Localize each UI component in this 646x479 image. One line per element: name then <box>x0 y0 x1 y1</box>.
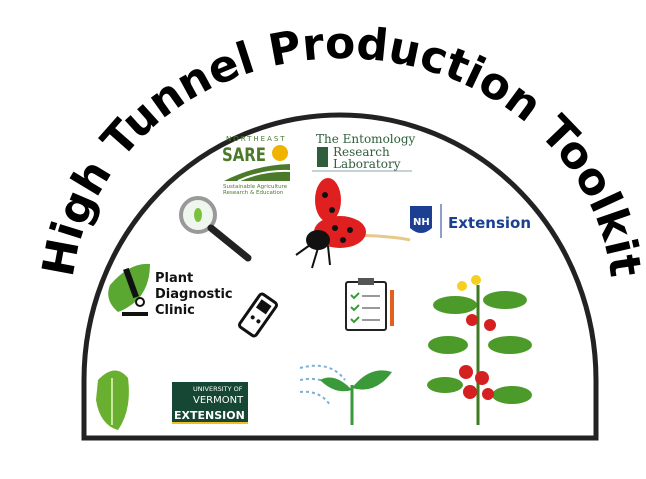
svg-text:NH: NH <box>413 217 430 228</box>
ladybug-icon <box>295 178 411 269</box>
svg-text:Extension: Extension <box>448 214 531 232</box>
svg-text:Research: Research <box>333 145 390 159</box>
svg-text:Diagnostic: Diagnostic <box>155 287 233 302</box>
lettuce-icon <box>96 370 129 430</box>
plant-diagnostic-clinic-logo: Plant Diagnostic Clinic <box>108 263 233 318</box>
svg-text:VERMONT: VERMONT <box>193 395 244 406</box>
svg-text:SARE: SARE <box>222 144 266 166</box>
magnifier-aphid-icon <box>179 196 252 262</box>
svg-text:Sustainable Agriculture: Sustainable Agriculture <box>223 184 288 190</box>
seedling-irrigation-icon <box>299 364 392 425</box>
svg-text:Clinic: Clinic <box>155 303 195 318</box>
svg-text:NORTHEAST: NORTHEAST <box>226 135 287 143</box>
svg-text:Laboratory: Laboratory <box>333 157 401 171</box>
entomology-research-laboratory-logo: The Entomology Research Laboratory <box>312 132 416 172</box>
ph-meter-icon <box>238 292 278 338</box>
tomato-plant-icon <box>427 275 532 425</box>
clipboard-checklist-icon <box>345 278 394 331</box>
svg-text:Research & Education: Research & Education <box>223 190 284 196</box>
svg-text:EXTENSION: EXTENSION <box>174 409 245 422</box>
sare-field-icon <box>224 164 290 181</box>
uvm-extension-logo: UNIVERSITY OF VERMONT EXTENSION <box>172 382 248 424</box>
svg-text:UNIVERSITY OF: UNIVERSITY OF <box>193 385 243 393</box>
northeast-sare-logo: NORTHEAST SARE Sustainable Agriculture R… <box>222 135 291 196</box>
unh-extension-logo: NH Extension <box>410 204 531 238</box>
svg-text:The Entomology: The Entomology <box>316 132 416 146</box>
sare-sun-icon <box>272 145 288 161</box>
svg-text:Plant: Plant <box>155 271 193 286</box>
high-tunnel-dome <box>81 112 599 441</box>
